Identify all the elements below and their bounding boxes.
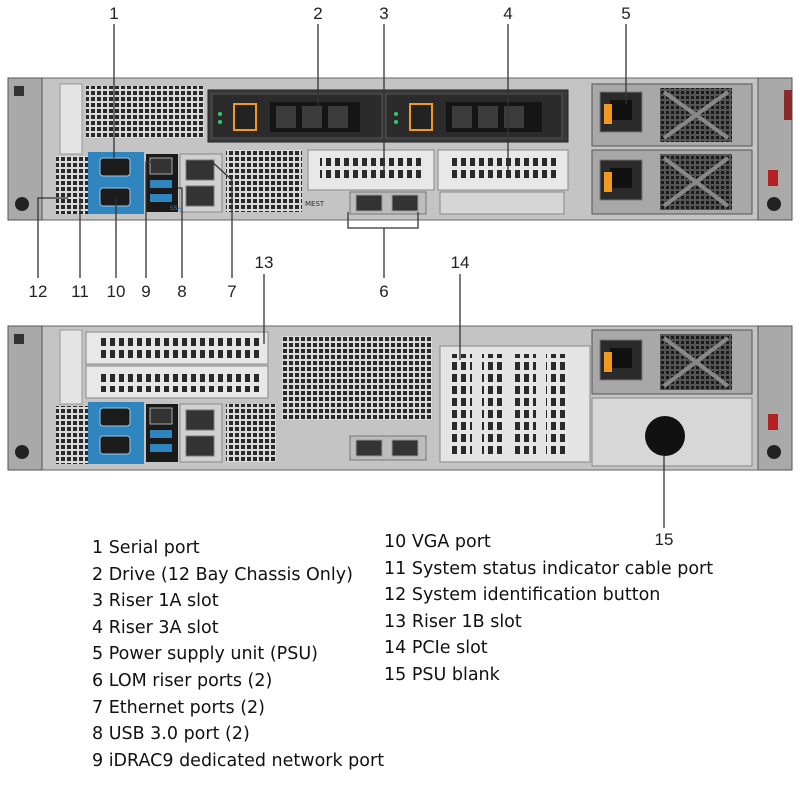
server-rear-diagram: SS← MEST	[7, 4, 793, 520]
legend-item-7: 7 Ethernet ports (2)	[92, 697, 265, 718]
psu-bottom	[591, 329, 753, 395]
legend-item-5: 5 Power supply unit (PSU)	[92, 644, 318, 665]
legend-item-11: 11 System status indicator cable port	[384, 558, 714, 579]
legend-right-column: 10 VGA port 11 System status indicator c…	[384, 529, 713, 689]
callout-8: 8	[177, 282, 186, 301]
top-chassis: SS← MEST	[7, 77, 793, 221]
legend-item-9: 9 iDRAC9 dedicated network port	[92, 750, 385, 771]
callout-12: 12	[29, 282, 48, 301]
legend-item-3: 3 Riser 1A slot	[92, 591, 219, 612]
legend-item-8: 8 USB 3.0 port (2)	[92, 724, 250, 745]
legend-item-13: 13 Riser 1B slot	[384, 611, 522, 632]
callout-2: 2	[313, 4, 322, 23]
callout-11: 11	[71, 282, 89, 301]
callout-3: 3	[379, 4, 388, 23]
callout-5: 5	[621, 4, 630, 23]
legend-item-14: 14 PCIe slot	[384, 638, 488, 659]
legend-item-1: 1 Serial port	[92, 538, 200, 558]
psu-blank	[591, 397, 753, 467]
rear-drive-bays	[207, 89, 569, 143]
legend-left-column: 1 Serial port 2 Drive (12 Bay Chassis On…	[92, 535, 384, 774]
psu-2	[591, 149, 753, 215]
legend-item-12: 12 System identification button	[384, 585, 661, 606]
callout-4: 4	[503, 4, 512, 23]
leader-lines	[37, 24, 665, 520]
legend-item-2: 2 Drive (12 Bay Chassis Only)	[92, 564, 353, 585]
bottom-chassis	[7, 325, 793, 471]
usb-ss-symbol: SS←	[170, 205, 183, 212]
legend-item-10: 10 VGA port	[384, 532, 491, 552]
legend-item-15: 15 PSU blank	[384, 664, 500, 685]
legend-item-4: 4 Riser 3A slot	[92, 617, 219, 638]
callout-13: 13	[255, 253, 274, 272]
callout-1: 1	[109, 4, 118, 23]
callout-numbers: 1 2 3 4 5 6 7 8 9 10 11 12 13 14 15	[29, 4, 631, 301]
legend-item-6: 6 LOM riser ports (2)	[92, 670, 273, 691]
callout-6: 6	[379, 282, 388, 301]
callout-15-label: 15	[655, 530, 674, 549]
lom-mest-label: MEST	[305, 200, 325, 208]
callout-7: 7	[227, 282, 236, 301]
callout-9: 9	[141, 282, 150, 301]
callout-10: 10	[107, 282, 126, 301]
callout-15-area: 15	[655, 520, 674, 549]
callout-14: 14	[451, 253, 470, 272]
psu-1	[591, 83, 753, 147]
